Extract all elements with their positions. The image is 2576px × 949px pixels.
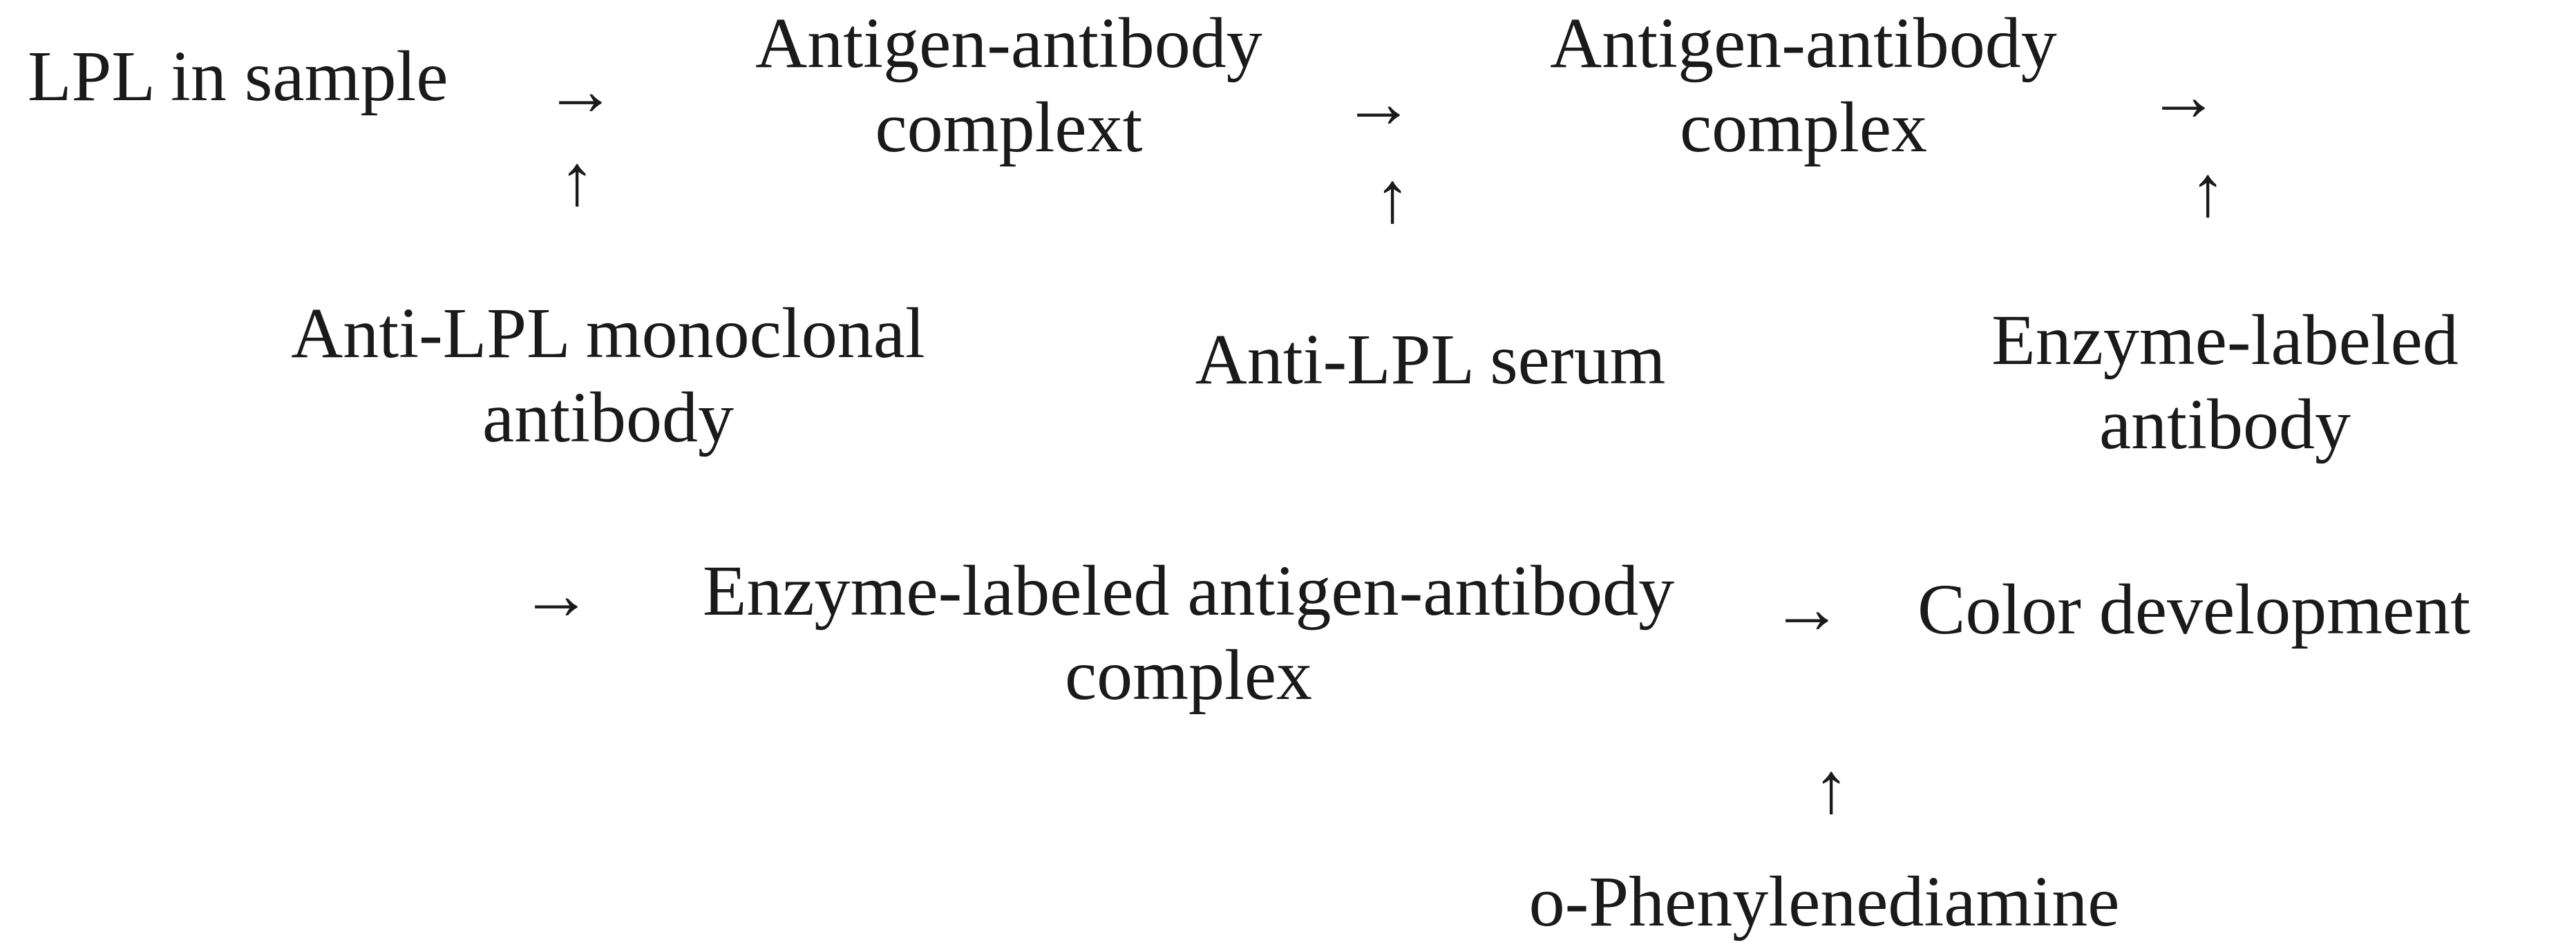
monoclonal-antibody-line-1: Anti-LPL monoclonal xyxy=(291,294,925,373)
arrow-up-2: ↑ xyxy=(1374,158,1410,238)
arrow-up-1: ↑ xyxy=(559,141,595,220)
enzyme-labeled-complex-node: Enzyme-labeled antigen-antibody complex xyxy=(622,549,1755,718)
complex-1-line-2: complext xyxy=(875,88,1143,167)
arrow-right-5: → xyxy=(1771,569,1843,649)
color-development-line-1: Color development xyxy=(1917,570,2471,649)
arrow-right-3: → xyxy=(2148,57,2219,136)
anti-lpl-monoclonal-antibody-node: Anti-LPL monoclonal antibody xyxy=(263,291,954,460)
antigen-antibody-complex-2-node: Antigen-antibody complex xyxy=(1527,1,2080,170)
arrow-right-2: → xyxy=(1343,64,1414,143)
monoclonal-antibody-line-2: antibody xyxy=(482,378,734,457)
arrow-up-4: ↑ xyxy=(1813,749,1849,828)
enzyme-labeled-complex-line-2: complex xyxy=(1064,635,1313,715)
complex-2-line-2: complex xyxy=(1679,88,1928,167)
arrow-right-1: → xyxy=(544,51,616,131)
enzyme-labeled-antibody-node: Enzyme-labeled antibody xyxy=(1949,298,2501,467)
o-phenylenediamine-line-1: o-Phenylenediamine xyxy=(1528,862,2120,941)
complex-2-line-1: Antigen-antibody xyxy=(1550,3,2057,83)
antigen-antibody-complex-1-node: Antigen-antibody complext xyxy=(732,1,1285,170)
enzyme-labeled-antibody-line-2: antibody xyxy=(2099,385,2351,464)
anti-lpl-serum-line-1: Anti-LPL serum xyxy=(1195,320,1666,399)
arrow-up-3: ↑ xyxy=(2190,152,2226,231)
enzyme-labeled-antibody-line-1: Enzyme-labeled xyxy=(1991,300,2459,380)
color-development-node: Color development xyxy=(1917,568,2470,652)
lpl-in-sample-line-1: LPL in sample xyxy=(28,37,448,116)
arrow-right-4: → xyxy=(520,555,592,635)
enzyme-labeled-complex-line-1: Enzyme-labeled antigen-antibody xyxy=(702,551,1675,631)
o-phenylenediamine-node: o-Phenylenediamine xyxy=(1493,860,2156,944)
anti-lpl-serum-node: Anti-LPL serum xyxy=(1161,318,1700,402)
complex-1-line-1: Antigen-antibody xyxy=(755,3,1262,83)
lpl-in-sample-node: LPL in sample xyxy=(28,35,448,119)
